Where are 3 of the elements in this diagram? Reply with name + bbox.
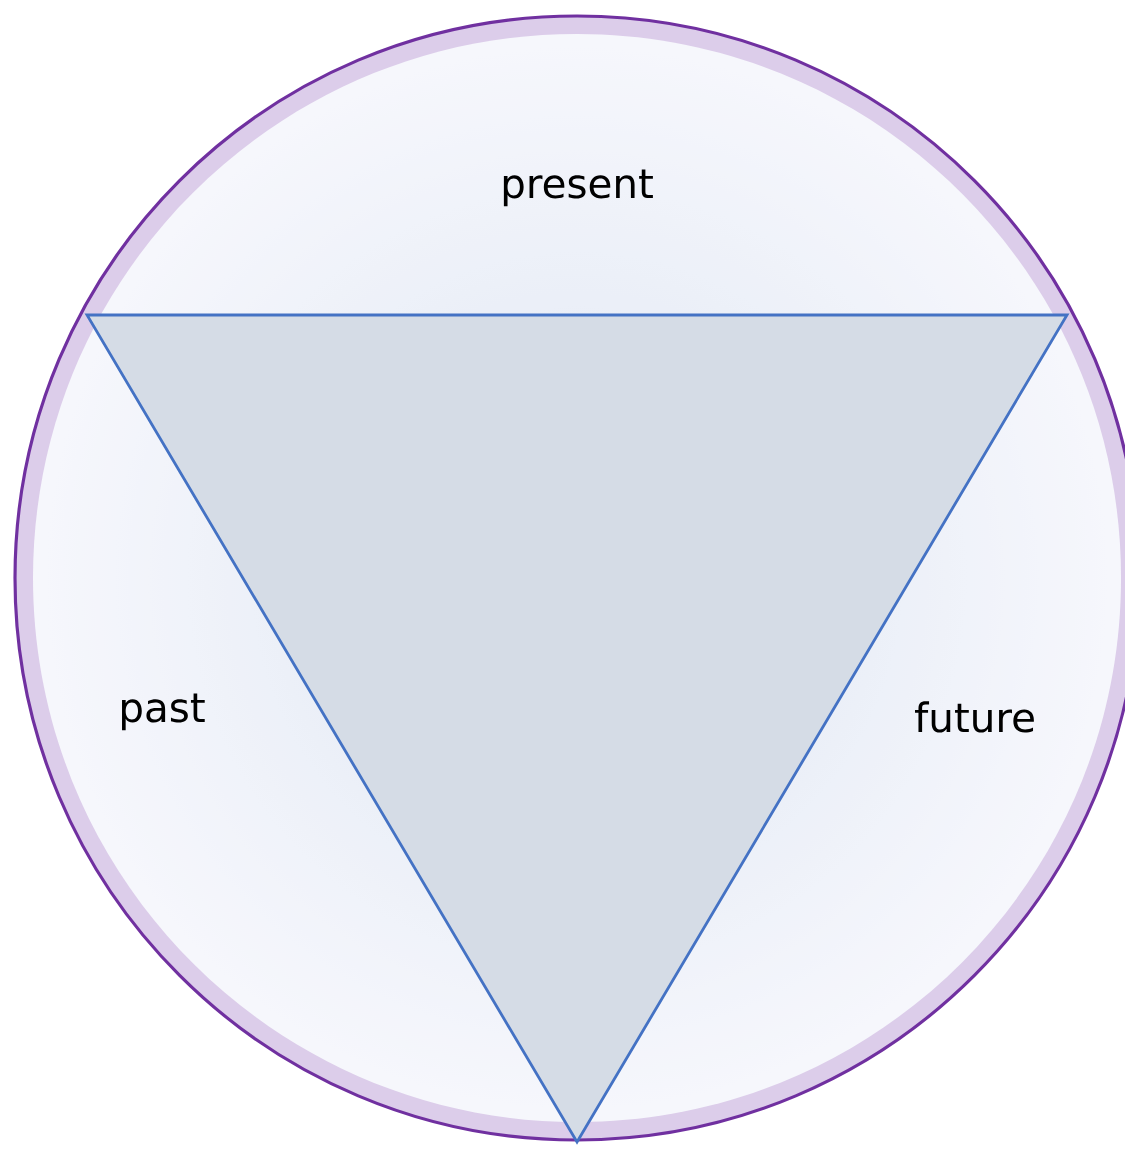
region-label: present [503, 169, 653, 207]
region-label: past [122, 693, 205, 731]
region-label: future [915, 701, 1034, 733]
